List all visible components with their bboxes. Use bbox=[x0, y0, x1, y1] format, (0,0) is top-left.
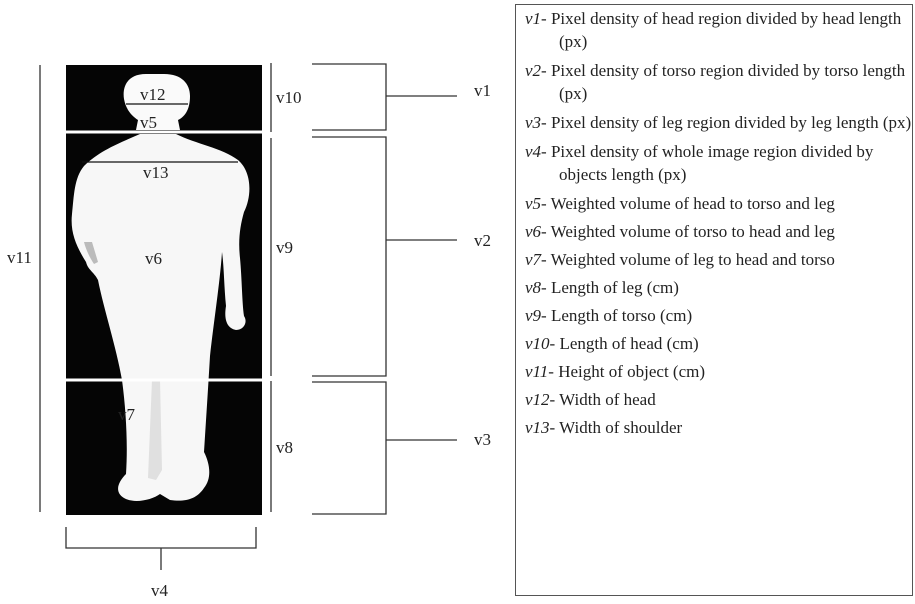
legend-item-v12: v12- Width of head bbox=[525, 388, 912, 411]
label-v6: v6 bbox=[145, 249, 162, 268]
legend-text: - Pixel density of torso region divided … bbox=[541, 61, 905, 103]
legend-code: v10 bbox=[525, 334, 550, 353]
legend-text: - Weighted volume of leg to head and tor… bbox=[541, 250, 835, 269]
legend-item-v9: v9- Length of torso (cm) bbox=[525, 304, 912, 327]
label-v2: v2 bbox=[474, 231, 491, 250]
legend-item-v4: v4- Pixel density of whole image region … bbox=[525, 140, 912, 186]
legend-text: - Width of shoulder bbox=[550, 418, 683, 437]
leg-bracket bbox=[312, 382, 457, 514]
legend-code: v8 bbox=[525, 278, 541, 297]
label-v13: v13 bbox=[143, 163, 169, 182]
legend-code: v12 bbox=[525, 390, 550, 409]
legend-item-v2: v2- Pixel density of torso region divide… bbox=[525, 59, 912, 105]
legend-item-v6: v6- Weighted volume of torso to head and… bbox=[525, 220, 912, 243]
legend-text: - Length of torso (cm) bbox=[541, 306, 692, 325]
legend-text: - Length of head (cm) bbox=[550, 334, 699, 353]
torso-bracket bbox=[312, 137, 457, 376]
legend-item-v5: v5- Weighted volume of head to torso and… bbox=[525, 192, 912, 215]
label-v12: v12 bbox=[140, 85, 166, 104]
legend-text: - Width of head bbox=[550, 390, 656, 409]
legend-item-v10: v10- Length of head (cm) bbox=[525, 332, 912, 355]
legend-text: - Pixel density of head region divided b… bbox=[541, 9, 901, 51]
legend-code: v5 bbox=[525, 194, 541, 213]
label-v3: v3 bbox=[474, 430, 491, 449]
legend-code: v7 bbox=[525, 250, 541, 269]
legend-code: v6 bbox=[525, 222, 541, 241]
head-bracket bbox=[312, 64, 457, 130]
label-v10: v10 bbox=[276, 88, 302, 107]
label-v11: v11 bbox=[7, 248, 32, 267]
legend-code: v9 bbox=[525, 306, 541, 325]
legend-box: v1- Pixel density of head region divided… bbox=[515, 4, 913, 596]
legend-code: v3 bbox=[525, 113, 541, 132]
silhouette-image bbox=[66, 65, 262, 515]
legend-item-v8: v8- Length of leg (cm) bbox=[525, 276, 912, 299]
label-v1: v1 bbox=[474, 81, 491, 100]
label-v4: v4 bbox=[151, 581, 169, 600]
label-v8: v8 bbox=[276, 438, 293, 457]
legend-code: v1 bbox=[525, 9, 541, 28]
legend-text: - Pixel density of leg region divided by… bbox=[541, 113, 911, 132]
width-bracket bbox=[66, 527, 256, 570]
legend-text: - Height of object (cm) bbox=[548, 362, 705, 381]
legend-item-v3: v3- Pixel density of leg region divided … bbox=[525, 111, 912, 134]
label-v5: v5 bbox=[140, 113, 157, 132]
label-v7: v7 bbox=[118, 405, 136, 424]
legend-item-v13: v13- Width of shoulder bbox=[525, 416, 912, 439]
legend-text: - Weighted volume of head to torso and l… bbox=[541, 194, 835, 213]
legend-code: v13 bbox=[525, 418, 550, 437]
legend-text: - Pixel density of whole image region di… bbox=[541, 142, 873, 184]
legend-text: - Length of leg (cm) bbox=[541, 278, 679, 297]
legend-code: v4 bbox=[525, 142, 541, 161]
legend-code: v11 bbox=[525, 362, 548, 381]
legend-item-v7: v7- Weighted volume of leg to head and t… bbox=[525, 248, 912, 271]
legend-item-v11: v11- Height of object (cm) bbox=[525, 360, 912, 383]
label-v9: v9 bbox=[276, 238, 293, 257]
legend-item-v1: v1- Pixel density of head region divided… bbox=[525, 7, 912, 53]
legend-text: - Weighted volume of torso to head and l… bbox=[541, 222, 835, 241]
legend-code: v2 bbox=[525, 61, 541, 80]
